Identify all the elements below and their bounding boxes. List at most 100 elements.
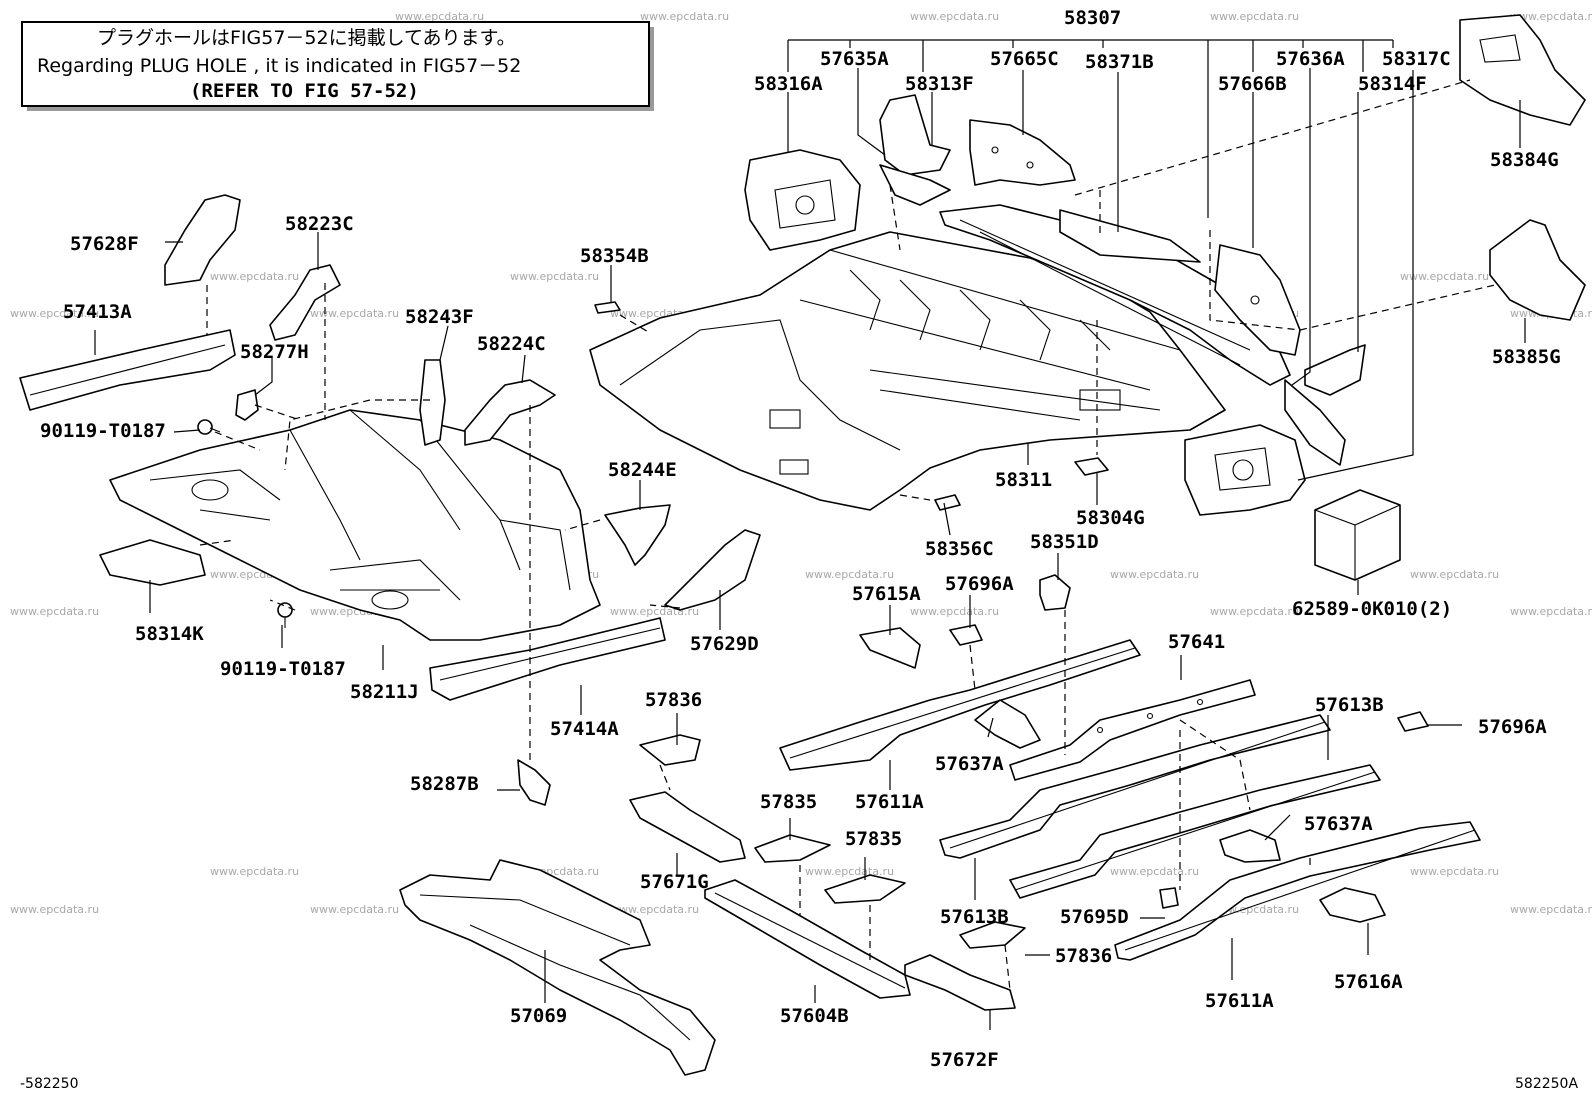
label-57628F: 57628F: [70, 233, 139, 255]
bracket-57637A-lower-shape: [1219, 829, 1281, 863]
bracket-57665C-shape: [969, 119, 1076, 186]
watermark: www.epcdata.ru: [1410, 865, 1499, 878]
member-57604B-shape: [704, 879, 911, 999]
small-plates-shape: [594, 301, 1109, 511]
label-58243F: 58243F: [405, 306, 474, 328]
figure-code-right: 582250A: [1515, 1076, 1578, 1092]
label-58317C: 58317C: [1382, 48, 1451, 70]
part-labels: 58307 57635A 57665C 57636A 58317C 58316A…: [40, 7, 1561, 1071]
bolt-shapes: [197, 419, 293, 628]
watermark: www.epcdata.ru: [805, 568, 894, 581]
label-57672F: 57672F: [930, 1049, 999, 1071]
watermark: www.epcdata.ru: [1210, 10, 1299, 23]
label-57613B-a: 57613B: [1315, 694, 1384, 716]
label-57615A: 57615A: [852, 583, 921, 605]
watermark: www.epcdata.ru: [310, 903, 399, 916]
plates-57835-shape: [754, 834, 906, 904]
rail-57613B-upper-shape: [939, 714, 1331, 859]
reference-note: プラグホールはFIG57－52に掲載してあります。 Regarding PLUG…: [21, 21, 654, 111]
bracket-58316A-shape: [744, 149, 861, 251]
label-90119-T0187-b: 90119-T0187: [220, 658, 346, 680]
watermark: www.epcdata.ru: [310, 307, 399, 320]
label-58371B: 58371B: [1085, 51, 1154, 73]
bracket-57616A-shape: [1319, 887, 1386, 923]
label-58287B: 58287B: [410, 773, 479, 795]
label-58223C: 58223C: [285, 213, 354, 235]
watermark: www.epcdata.ru: [210, 865, 299, 878]
watermark: www.epcdata.ru: [10, 307, 99, 320]
rear-floor-pan-shape: [589, 231, 1226, 511]
watermark: www.epcdata.ru: [1110, 865, 1199, 878]
bracket-58224C-shape: [464, 379, 556, 446]
label-58384G: 58384G: [1490, 149, 1559, 171]
watermark: www.epcdata.ru: [640, 10, 729, 23]
label-57641: 57641: [1168, 631, 1225, 653]
label-57836-b: 57836: [1055, 945, 1112, 967]
rail-57611A-upper-shape: [779, 639, 1141, 771]
label-57637A-a: 57637A: [935, 753, 1004, 775]
sill-57414A-shape: [429, 617, 666, 701]
watermark: www.epcdata.ru: [610, 903, 699, 916]
label-57666B: 57666B: [1218, 73, 1287, 95]
rear-crossmember-shape: [939, 204, 1291, 386]
bracket-58287B-shape: [517, 759, 551, 806]
label-58314K: 58314K: [135, 623, 204, 645]
label-57671G: 57671G: [640, 871, 709, 893]
watermark: www.epcdata.ru: [1510, 10, 1592, 23]
label-58307: 58307: [1064, 7, 1121, 29]
label-57414A: 57414A: [550, 718, 619, 740]
rail-57613B-lower-shape: [1009, 764, 1381, 899]
watermark: www.epcdata.ru: [1210, 605, 1299, 618]
label-57835-a: 57835: [760, 791, 817, 813]
label-58244E: 58244E: [608, 459, 677, 481]
bracket-57836-upper-shape: [639, 734, 701, 766]
clip-57695D-shape: [1159, 887, 1179, 909]
label-57835-b: 57835: [845, 828, 902, 850]
watermark: www.epcdata.ru: [395, 10, 484, 23]
box-62589-shape: [1314, 489, 1401, 581]
label-57604B: 57604B: [780, 1005, 849, 1027]
member-57672F-shape: [904, 954, 1016, 1011]
label-57636A: 57636A: [1276, 48, 1345, 70]
label-57069: 57069: [510, 1005, 567, 1027]
note-japanese: プラグホールはFIG57－52に掲載してあります。: [97, 27, 516, 49]
watermark: www.epcdata.ru: [1510, 605, 1592, 618]
label-58356C: 58356C: [925, 538, 994, 560]
label-57611A-b: 57611A: [1205, 990, 1274, 1012]
bracket-58314K-shape: [99, 539, 206, 586]
label-57696A-b: 57696A: [1478, 716, 1547, 738]
watermark: www.epcdata.ru: [210, 270, 299, 283]
bracket-57836-lower-shape: [959, 921, 1026, 949]
watermark: www.epcdata.ru: [1510, 903, 1592, 916]
bracket-58385G-shape: [1489, 219, 1586, 321]
bracket-57615A-shape: [859, 627, 921, 669]
bracket-58314F-shape: [1284, 344, 1366, 466]
bracket-58277H-shape: [235, 389, 259, 421]
label-58277H: 58277H: [240, 341, 309, 363]
note-english: Regarding PLUG HOLE , it is indicated in…: [37, 55, 521, 77]
bracket-58351D-shape: [1039, 574, 1071, 611]
bracket-58313F-shape: [879, 94, 951, 206]
label-57611A-a: 57611A: [855, 791, 924, 813]
bracket-57637A-upper-shape: [974, 699, 1041, 749]
label-57635A: 57635A: [820, 48, 889, 70]
label-58224C: 58224C: [477, 333, 546, 355]
label-58351D: 58351D: [1030, 531, 1099, 553]
label-57696A-a: 57696A: [945, 573, 1014, 595]
label-58314F: 58314F: [1358, 73, 1427, 95]
bracket-58223C-shape: [269, 264, 341, 341]
bracket-58317C-shape: [1184, 424, 1306, 516]
note-reference: (REFER TO FIG 57-52): [190, 80, 419, 102]
bracket-58384G-shape: [1459, 14, 1586, 126]
label-57629D: 57629D: [690, 633, 759, 655]
label-58385G: 58385G: [1492, 346, 1561, 368]
front-floor-pan-shape: [109, 409, 601, 641]
label-58354B: 58354B: [580, 245, 649, 267]
label-57637A-b: 57637A: [1304, 813, 1373, 835]
figure-code-left: -582250: [20, 1076, 79, 1092]
label-58304G: 58304G: [1076, 507, 1145, 529]
sill-57413A-shape: [19, 329, 236, 411]
watermark: www.epcdata.ru: [1110, 568, 1199, 581]
leader-lines: [94, 39, 1526, 1030]
